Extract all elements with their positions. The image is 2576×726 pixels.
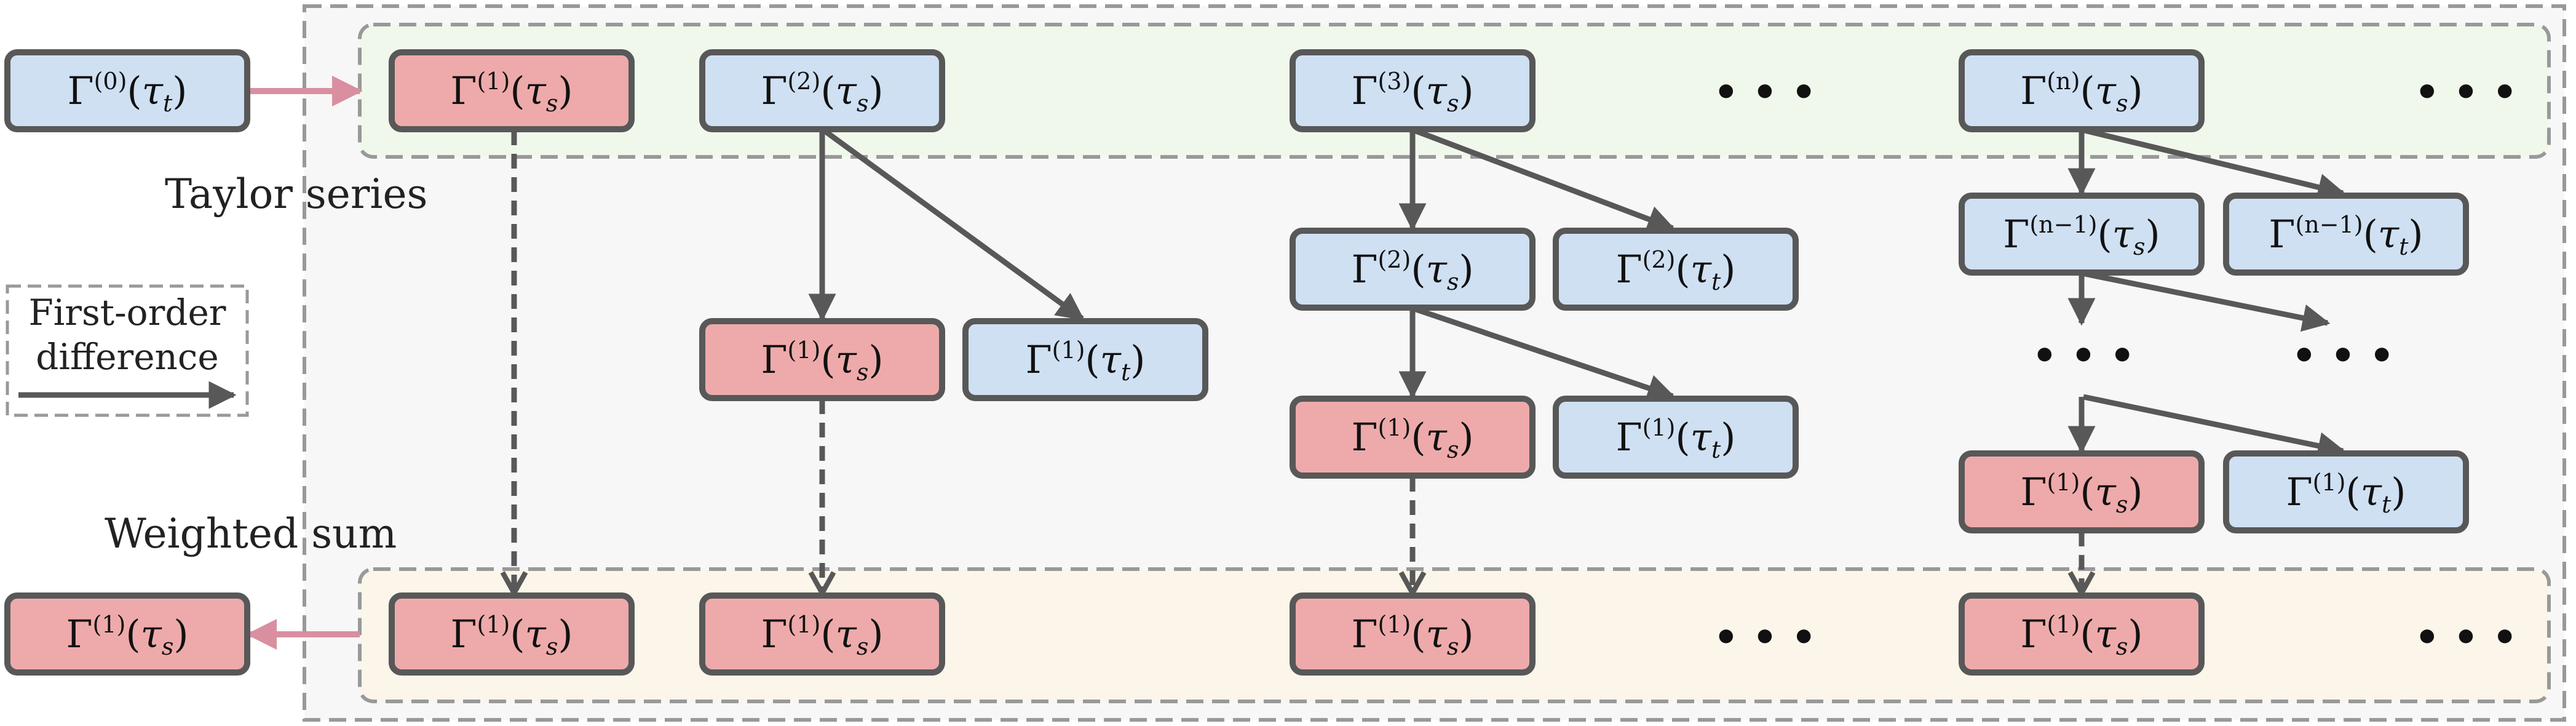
node-topn: Γ(n)(τs) (1959, 49, 2205, 132)
node-bot1: Γ(1)(τs) (389, 592, 635, 676)
node-box (699, 592, 945, 676)
node-box (4, 592, 250, 676)
node-box (1553, 396, 1799, 479)
node-cn-bn1t: Γ(n−1)(τt) (2223, 193, 2469, 276)
node-bot3: Γ(1)(τs) (1290, 592, 1536, 676)
ellipsis-top-right: • • • (2414, 70, 2517, 116)
node-formula: Γ(2)(τt) (1616, 246, 1736, 295)
node-box (4, 49, 250, 132)
node-formula: Γ(n)(τs) (2020, 68, 2142, 117)
node-box (1959, 49, 2205, 132)
ellipsis-bottom-middle: • • • (1713, 615, 1816, 661)
legend-label-line1: First-order (28, 292, 226, 333)
cn-lvl3-diag-arrow (2083, 394, 2346, 460)
node-box (1959, 450, 2205, 533)
weighted-sum-label: Weighted sum (105, 510, 397, 557)
node-box (962, 318, 1208, 401)
node-box (389, 49, 635, 132)
node-formula: Γ(1)(τt) (1616, 414, 1736, 463)
node-cn-bn1s: Γ(n−1)(τs) (1959, 193, 2205, 276)
node-layer: Γ(0)(τt) Γ(1)(τs) Γ(1)(τs) Γ(2)(τs) Γ(3)(τs)… (4, 49, 2469, 676)
ellipsis-column-n-left: • • • (2032, 333, 2134, 379)
node-formula: Γ(1)(τs) (450, 68, 573, 117)
node-box (1290, 592, 1536, 676)
node-c3-b2s: Γ(2)(τs) (1290, 228, 1536, 311)
node-c3-r1t: Γ(1)(τt) (1553, 396, 1799, 479)
node-formula: Γ(1)(τt) (1026, 337, 1146, 386)
node-formula: Γ(n−1)(τs) (2003, 211, 2160, 260)
node-box (1290, 396, 1536, 479)
taylor-series-label: Taylor series (165, 170, 427, 218)
ellipsis-column-n-right: • • • (2291, 333, 2394, 379)
node-box (1959, 592, 2205, 676)
node-c2-r1s: Γ(1)(τs) (699, 318, 945, 401)
node-botn: Γ(1)(τs) (1959, 592, 2205, 676)
node-input: Γ(0)(τt) (4, 49, 250, 132)
arrow-layer (246, 76, 2346, 650)
node-top1: Γ(1)(τs) (389, 49, 635, 132)
ellipsis-top-middle: • • • (1713, 70, 1816, 116)
node-box (2223, 193, 2469, 276)
node-box (2223, 450, 2469, 533)
cn-diag-arrow (2083, 127, 2346, 201)
node-formula: Γ(1)(τs) (1351, 611, 1473, 660)
node-box (699, 318, 945, 401)
node-box (1553, 228, 1799, 311)
node-box (389, 592, 635, 676)
node-output: Γ(1)(τs) (4, 592, 250, 676)
node-top3: Γ(3)(τs) (1290, 49, 1536, 132)
c3-lvl2-diag-arrow (1413, 306, 1676, 402)
c2-diag-arrow (822, 128, 1085, 321)
node-formula: Γ(1)(τs) (66, 611, 188, 660)
node-box (1959, 193, 2205, 276)
node-cn-r1t: Γ(1)(τt) (2223, 450, 2469, 533)
node-formula: Γ(n−1)(τt) (2269, 211, 2423, 260)
node-c3-b2t: Γ(2)(τt) (1553, 228, 1799, 311)
node-c3-r1s: Γ(1)(τs) (1290, 396, 1536, 479)
node-formula: Γ(2)(τs) (761, 68, 883, 117)
node-formula: Γ(1)(τs) (1351, 414, 1473, 463)
legend-label-line2: difference (36, 336, 218, 378)
node-top2: Γ(2)(τs) (699, 49, 945, 132)
node-cn-r1s: Γ(1)(τs) (1959, 450, 2205, 533)
node-c2-r1t: Γ(1)(τt) (962, 318, 1208, 401)
node-box (699, 49, 945, 132)
node-formula: Γ(1)(τs) (2020, 469, 2142, 518)
node-formula: Γ(1)(τs) (761, 611, 883, 660)
node-formula: Γ(1)(τt) (2286, 469, 2406, 518)
node-box (1290, 49, 1536, 132)
node-formula: Γ(0)(τt) (68, 68, 188, 117)
cn-lvl2-diag-arrow (2084, 271, 2331, 332)
node-formula: Γ(1)(τs) (761, 337, 883, 386)
node-bot2: Γ(1)(τs) (699, 592, 945, 676)
ellipsis-bottom-right: • • • (2414, 615, 2517, 661)
node-formula: Γ(1)(τs) (450, 611, 573, 660)
node-formula: Γ(2)(τs) (1351, 246, 1473, 295)
node-box (1290, 228, 1536, 311)
c3-diag-arrow (1413, 127, 1676, 233)
node-formula: Γ(3)(τs) (1351, 68, 1473, 117)
node-formula: Γ(1)(τs) (2020, 611, 2142, 660)
